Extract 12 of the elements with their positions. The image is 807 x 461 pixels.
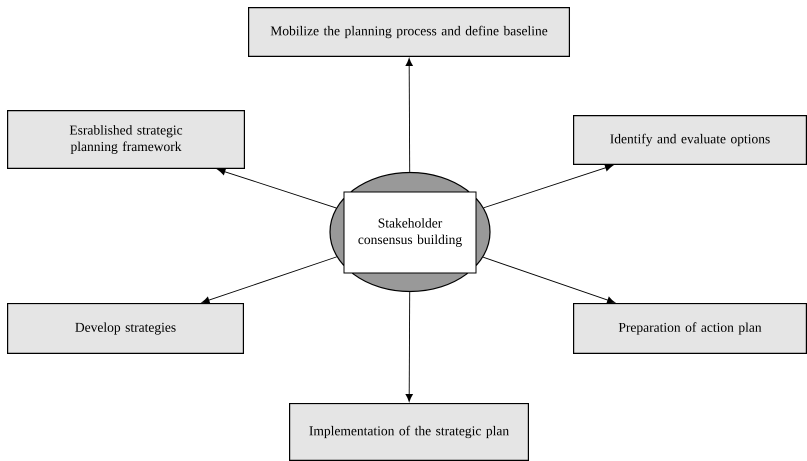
arrow xyxy=(406,58,413,172)
process-box: Identify and evaluate options xyxy=(573,115,807,165)
arrow xyxy=(218,168,337,208)
process-box: Develop strategies xyxy=(7,302,244,354)
process-box: Mobilize the planning process and define baseline xyxy=(248,7,570,57)
arrow xyxy=(406,292,413,402)
process-box: Preparation of action plan xyxy=(573,302,807,354)
process-box: Implementation of the strategic plan xyxy=(289,402,529,461)
process-box: Esrablished strategic planning framework xyxy=(7,110,245,169)
arrow xyxy=(202,256,338,304)
arrow xyxy=(482,256,616,304)
arrow xyxy=(483,164,613,208)
